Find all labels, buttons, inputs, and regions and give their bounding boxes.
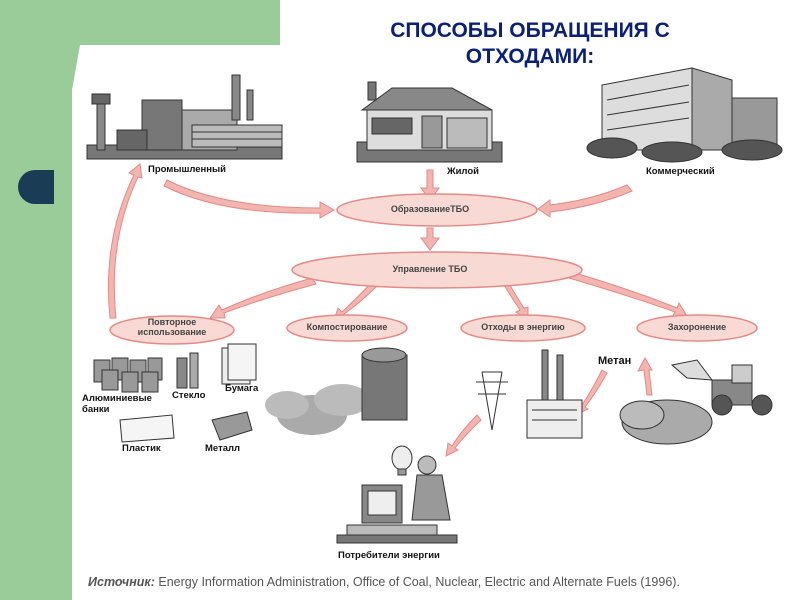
oval-waste-to-energy bbox=[460, 314, 586, 342]
oval-generation bbox=[336, 193, 538, 227]
management-label: Управление ТБО bbox=[392, 264, 468, 274]
methane-label: Метан bbox=[598, 355, 632, 367]
slide-title: СПОСОБЫ ОБРАЩЕНИЯ С ОТХОДАМИ: bbox=[390, 19, 670, 68]
source-citation-text: Energy Information Administration, Offic… bbox=[158, 575, 680, 589]
source-industrial-label: Промышленный bbox=[148, 164, 226, 175]
industrial-building-icon bbox=[86, 74, 283, 160]
green-corner-wedge bbox=[72, 45, 80, 90]
ovals bbox=[109, 193, 758, 345]
material-aluminum-label: Алюминиевые банки bbox=[82, 393, 152, 415]
method-composting-label: Компостирование bbox=[306, 322, 388, 332]
power-plant-icon bbox=[476, 349, 583, 439]
energy-consumers-icon bbox=[336, 445, 458, 544]
source-commercial-label: Коммерческий bbox=[646, 166, 715, 177]
method-waste-to-energy-label: Отходы в энергию bbox=[481, 322, 565, 332]
commercial-building-icon bbox=[586, 67, 783, 163]
source-residential-label: Жилой bbox=[447, 166, 479, 177]
waste-management-diagram bbox=[86, 67, 783, 544]
green-side-panel bbox=[0, 0, 72, 600]
method-landfill-label: Захоронение bbox=[667, 322, 727, 332]
residential-house-icon bbox=[356, 81, 503, 163]
recyclables-icon bbox=[93, 343, 257, 443]
oval-management bbox=[291, 251, 583, 289]
oval-reuse bbox=[109, 315, 235, 345]
bulldozer-landfill-icon bbox=[619, 359, 773, 445]
material-paper-label: Бумага bbox=[225, 383, 259, 394]
method-reuse-label: Повторное использование bbox=[137, 317, 207, 337]
source-citation-label: Источник: bbox=[88, 575, 155, 589]
nav-tab-button[interactable] bbox=[18, 170, 54, 204]
source-citation: Источник: Energy Information Administrat… bbox=[88, 575, 680, 589]
material-plastic-label: Пластик bbox=[122, 443, 161, 454]
material-glass-label: Стекло bbox=[172, 390, 206, 401]
oval-composting bbox=[286, 314, 408, 342]
material-metal-label: Металл bbox=[205, 443, 241, 454]
oval-landfill bbox=[636, 314, 758, 342]
generation-label: ОбразованиеТБО bbox=[390, 204, 470, 214]
compost-bin-icon bbox=[265, 347, 408, 435]
energy-consumers-label: Потребители энергии bbox=[338, 550, 440, 561]
